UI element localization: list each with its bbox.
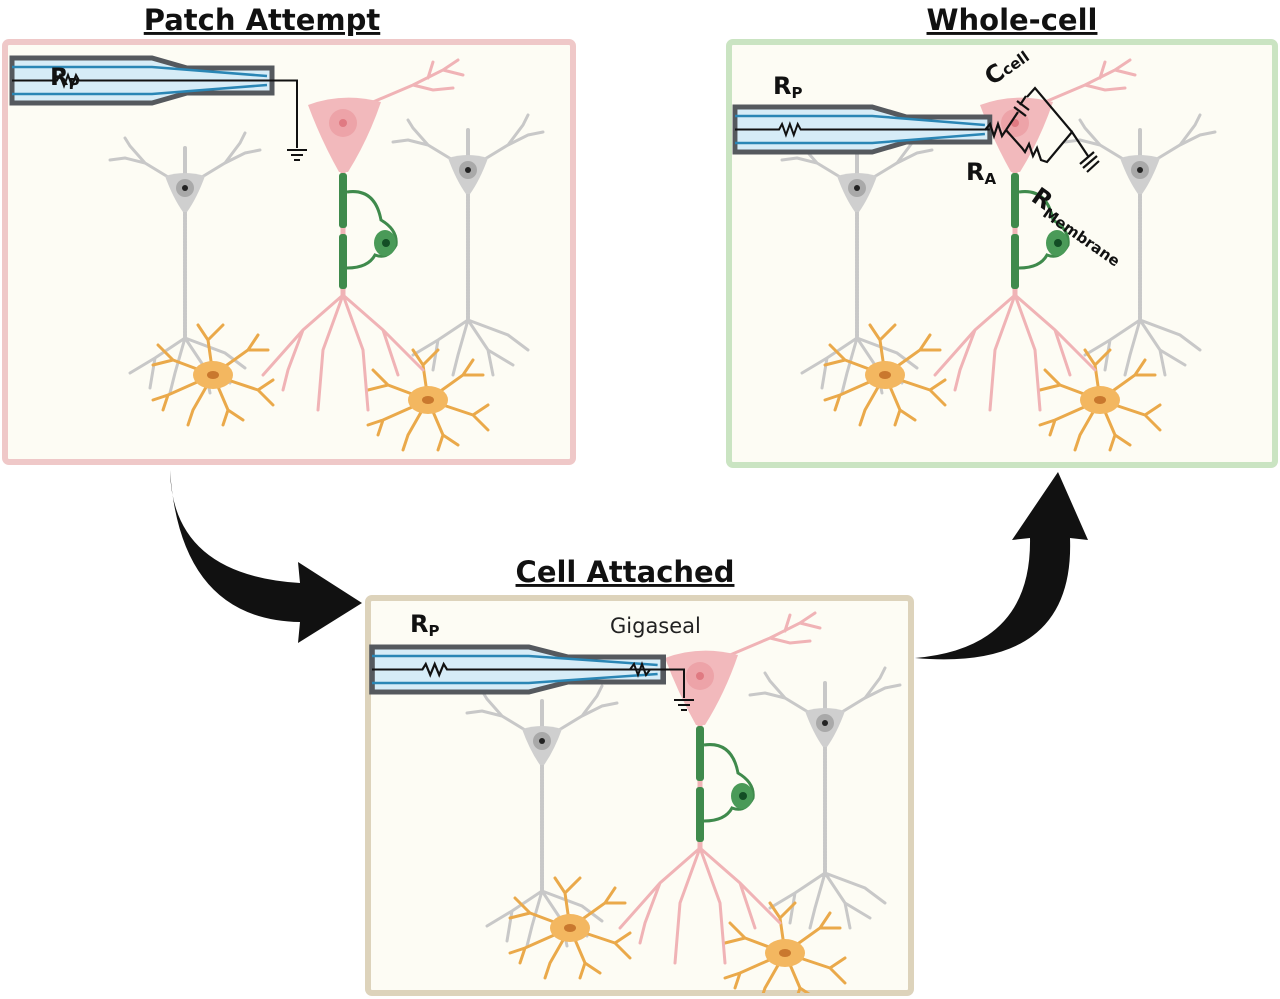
- ground-wire: [272, 79, 298, 148]
- panel-patch-attempt: RP: [2, 39, 576, 465]
- arrow-to-whole-cell: [915, 472, 1088, 660]
- arrow-to-cell-attached: [170, 470, 362, 643]
- seal-resistor: [629, 661, 685, 698]
- title-cell-attached: Cell Attached: [516, 555, 735, 589]
- label-ra: RA: [966, 158, 996, 188]
- title-whole-cell: Whole-cell: [927, 3, 1098, 37]
- panel-whole-cell: RP Ccell RA RMembrane: [726, 39, 1278, 468]
- label-rp: RP: [410, 610, 439, 640]
- equivalent-circuit: [984, 86, 1100, 173]
- label-rp: RP: [773, 72, 802, 102]
- label-gigaseal: Gigaseal: [610, 614, 701, 638]
- label-rp: RP: [50, 63, 79, 93]
- panel-cell-attached: RP Gigaseal: [365, 595, 914, 996]
- title-patch-attempt: Patch Attempt: [144, 3, 381, 37]
